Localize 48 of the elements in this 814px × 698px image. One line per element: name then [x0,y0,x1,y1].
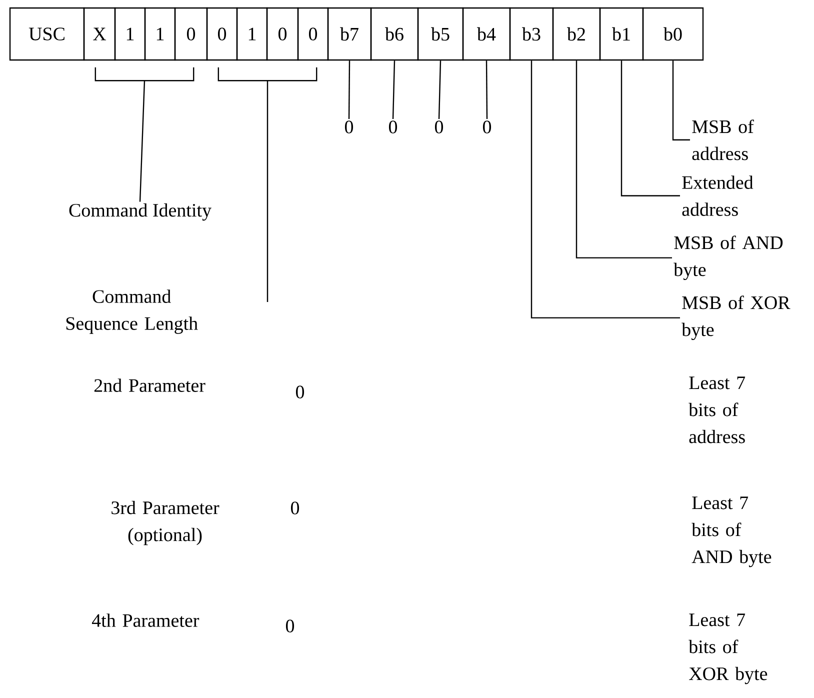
register-cell: 0 [266,7,299,61]
bit-value: 0 [290,502,300,514]
register-cell: b0 [642,7,704,61]
bit-description: MSB of address [692,120,754,160]
bit-description: MSB of AND byte [674,236,783,280]
register-cell: b4 [462,7,511,61]
leader-line [576,60,672,258]
field-label: Command Sequence Length [66,290,198,334]
bit-value: 0 [286,620,294,632]
leader-line [392,60,396,119]
register-cell: USC [9,7,85,61]
bit-value: 0 [482,120,492,134]
register-cell: b7 [327,7,372,61]
register-cell: b1 [599,7,644,61]
leader-line [266,80,268,302]
register-cell: b6 [370,7,419,61]
parameter-label: 3rd Parameter (optional) [112,500,220,546]
bit-description: Extended address [682,176,754,216]
bit-description: Least 7 bits of AND byte [692,496,772,568]
leader-line [530,60,680,318]
register-cell: 1 [144,7,176,61]
leader-line [486,60,488,119]
bit-description: Least 7 bits of XOR byte [688,614,768,684]
register-cell: 0 [206,7,238,61]
bit-description: Least 7 bits of address [688,376,746,444]
register-cell: b3 [509,7,554,61]
parameter-label: 4th Parameter [92,614,200,627]
bracket [94,67,194,82]
leader-line [348,60,350,119]
register-cell: 1 [114,7,146,61]
parameter-label: 2nd Parameter [94,378,206,392]
leader-line [620,60,680,196]
bit-description: MSB of XOR byte [682,296,790,340]
register-cell: 1 [236,7,268,61]
field-label: Command Identity [69,203,212,221]
register-cell: b2 [552,7,601,61]
bracket [218,67,318,82]
bit-value: 0 [344,120,354,134]
leader-line [139,80,146,202]
leader-line [438,60,442,119]
bit-value: 0 [296,386,304,398]
register-cell: 0 [297,7,329,61]
bit-value: 0 [388,120,398,134]
bit-value: 0 [434,120,444,134]
register-cell: X [83,7,116,61]
leader-line [672,60,690,140]
register-cell: b5 [417,7,464,61]
register-cell: 0 [174,7,208,61]
